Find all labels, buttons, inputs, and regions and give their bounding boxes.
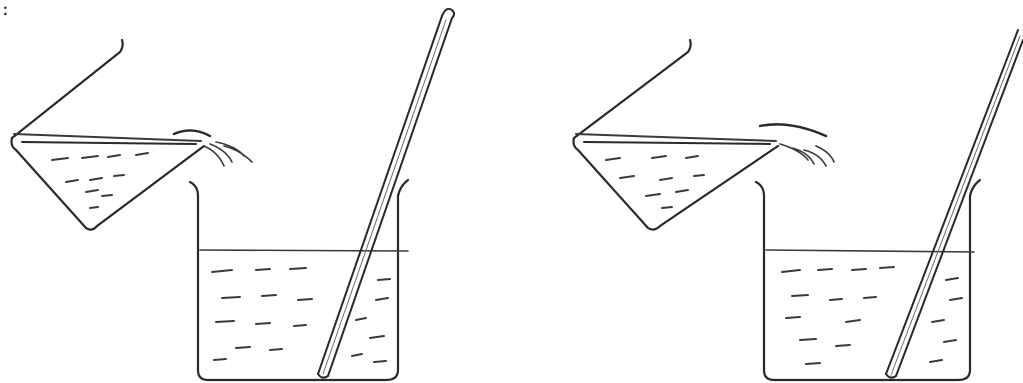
right-panel: [574, 30, 1023, 380]
right-glass-rod: [886, 30, 1023, 378]
left-panel: [12, 9, 455, 380]
left-water-surface: [200, 250, 408, 251]
left-water-dashes: [212, 268, 390, 362]
right-water-dashes: [782, 267, 962, 364]
right-pouring-strokes: [760, 124, 834, 166]
right-tilted-container: [574, 40, 779, 230]
left-glass-rod: [318, 9, 454, 378]
right-container-liquid: [606, 156, 704, 208]
